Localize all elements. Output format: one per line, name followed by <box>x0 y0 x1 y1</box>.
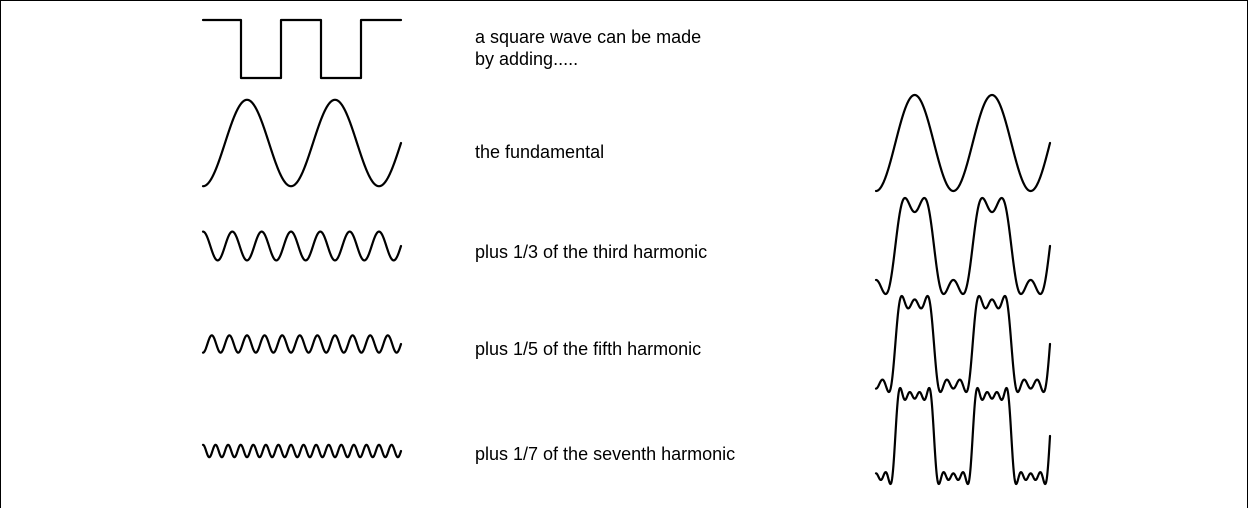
fifth-harmonic-wave <box>201 334 403 354</box>
sum-to-fifth-harmonic-wave <box>874 294 1052 394</box>
square-wave <box>201 18 403 80</box>
seventh-harmonic-wave <box>201 443 403 459</box>
fundamental-wave <box>201 98 403 188</box>
caption-third-harmonic: plus 1/3 of the third harmonic <box>475 242 708 262</box>
third-harmonic-wave <box>201 230 403 262</box>
caption-square-wave: a square wave can be made by adding..... <box>475 27 702 69</box>
caption-seventh-harmonic: plus 1/7 of the seventh harmonic <box>475 444 736 464</box>
sum-to-seventh-harmonic-wave <box>874 386 1052 486</box>
caption-fundamental: the fundamental <box>475 142 605 162</box>
caption-fifth-harmonic: plus 1/5 of the fifth harmonic <box>475 339 702 359</box>
sum-fundamental-wave <box>874 93 1052 193</box>
sum-to-third-harmonic-wave <box>874 196 1052 296</box>
